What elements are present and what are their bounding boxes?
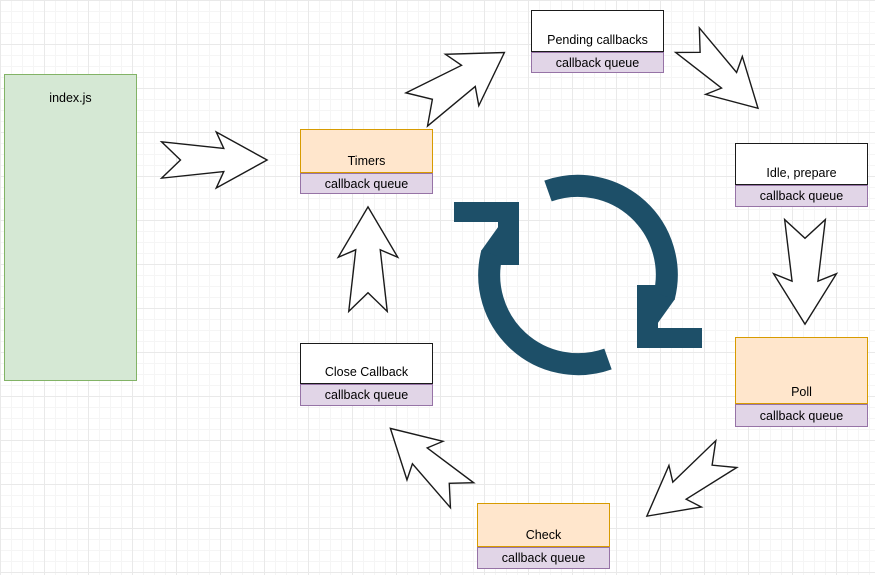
arrow-index-js-to-timers (156, 127, 269, 193)
node-timers-queue: callback queue (300, 173, 433, 194)
node-idle-prepare-main: Idle, prepare (735, 143, 868, 185)
node-check-queue: callback queue (477, 547, 610, 569)
node-check-label: Check (525, 528, 562, 542)
node-check: Check callback queue (477, 503, 610, 569)
node-poll: Poll callback queue (735, 337, 868, 427)
node-poll-label: Poll (791, 385, 812, 399)
node-close-callback: Close Callback callback queue (300, 343, 433, 406)
arrow-timers-to-pending-callbacks (392, 21, 525, 142)
node-pending-callbacks-label: Pending callbacks (547, 33, 648, 47)
node-timers-label: Timers (347, 154, 386, 168)
node-poll-queue: callback queue (735, 404, 868, 427)
node-idle-prepare: Idle, prepare callback queue (735, 143, 868, 207)
node-close-callback-main: Close Callback (300, 343, 433, 384)
node-close-callback-label: Close Callback (324, 365, 409, 379)
node-timers: Timers callback queue (300, 129, 433, 194)
node-idle-prepare-queue-label: callback queue (759, 189, 844, 203)
arrow-poll-to-check (626, 426, 749, 541)
node-timers-main: Timers (300, 129, 433, 173)
node-poll-main: Poll (735, 337, 868, 404)
node-index-js-label: index.js (49, 91, 92, 105)
node-pending-callbacks-queue: callback queue (531, 52, 664, 73)
node-pending-callbacks-queue-label: callback queue (555, 55, 640, 70)
arrow-check-to-close-callback (368, 405, 487, 522)
arrow-idle-prepare-to-poll (768, 214, 842, 326)
arrow-close-callback-to-timers (333, 205, 403, 317)
node-close-callback-queue: callback queue (300, 384, 433, 406)
arrow-pending-callbacks-to-idle-prepare (662, 14, 781, 132)
node-index-js: index.js (4, 74, 137, 381)
event-loop-cycle-icon (454, 174, 702, 376)
node-pending-callbacks-main: Pending callbacks (531, 10, 664, 52)
node-close-callback-queue-label: callback queue (324, 388, 409, 402)
node-check-queue-label: callback queue (501, 551, 586, 565)
node-poll-queue-label: callback queue (759, 408, 844, 423)
node-timers-queue-label: callback queue (324, 176, 409, 191)
node-pending-callbacks: Pending callbacks callback queue (531, 10, 664, 73)
node-idle-prepare-queue: callback queue (735, 185, 868, 207)
node-check-main: Check (477, 503, 610, 547)
node-idle-prepare-label: Idle, prepare (766, 166, 837, 180)
